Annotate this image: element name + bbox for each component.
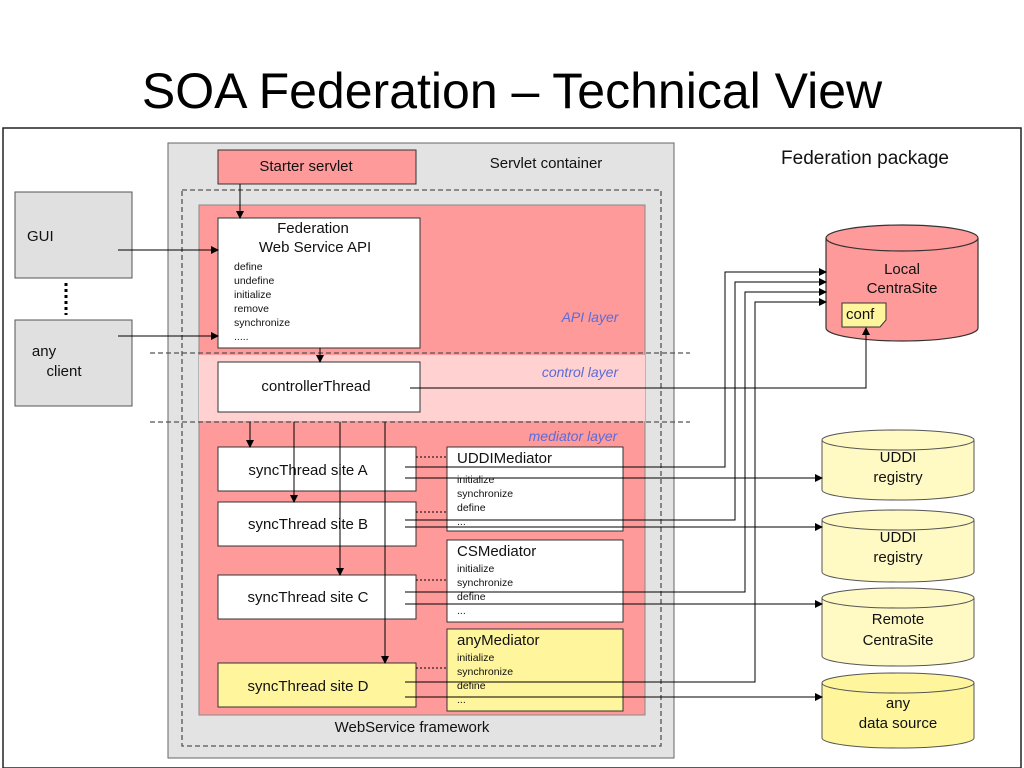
arrow-b-local	[405, 278, 827, 521]
api-op-synchronize: synchronize	[234, 317, 290, 329]
uddi-mediator-op-3: define	[457, 502, 486, 514]
uddi-mediator-box	[446, 446, 624, 532]
cs-mediator-op-3: define	[457, 591, 486, 603]
sync-thread-b-box	[217, 501, 417, 547]
starter-servlet-label: Starter servlet	[259, 158, 353, 175]
any-mediator-name: anyMediator	[457, 632, 540, 649]
framework-label: WebService framework	[335, 719, 490, 736]
uddi-registry-1-line-2: registry	[873, 469, 923, 486]
sync-thread-b-label: syncThread site B	[248, 516, 368, 533]
conf-label: conf	[846, 306, 875, 323]
webservice-framework-frame	[181, 189, 662, 747]
api-title-line-2: Web Service API	[259, 239, 371, 256]
sync-thread-c-label: syncThread site C	[248, 589, 369, 606]
uddi-registry-2-line-1: UDDI	[880, 529, 917, 546]
package-label: Federation package	[781, 148, 949, 169]
arrow-a-local	[405, 268, 827, 468]
sync-thread-a-box	[217, 446, 417, 492]
any-client-line-1: any	[32, 343, 57, 360]
federation-api-box	[217, 217, 421, 349]
sync-thread-c-box	[217, 574, 417, 620]
local-centrasite-line-1: Local	[884, 261, 920, 278]
uddi-registry-1-cylinder	[821, 429, 975, 501]
remote-centrasite-line-1: Remote	[872, 611, 925, 628]
api-op-remove: remove	[234, 303, 269, 315]
uddi-registry-2-cylinder	[821, 509, 975, 583]
api-op-define: define	[234, 261, 263, 273]
cs-mediator-op-1: initialize	[457, 563, 495, 575]
any-data-source-line-1: any	[886, 695, 911, 712]
sync-thread-d-box	[217, 662, 417, 708]
remote-centrasite-line-2: CentraSite	[863, 632, 934, 649]
any-client-box	[14, 319, 133, 407]
starter-servlet-box	[217, 149, 417, 185]
control-layer-label: control layer	[542, 364, 620, 380]
sync-thread-a-label: syncThread site A	[248, 462, 367, 479]
uddi-mediator-op-4: ...	[457, 516, 466, 528]
any-mediator-op-1: initialize	[457, 652, 495, 664]
cs-mediator-op-2: synchronize	[457, 577, 513, 589]
uddi-mediator-name: UDDIMediator	[457, 450, 552, 467]
uddi-mediator-op-2: synchronize	[457, 488, 513, 500]
arrow-c-local	[405, 288, 827, 593]
remote-centrasite-cylinder	[821, 587, 975, 667]
mediator-layer-label: mediator layer	[529, 428, 619, 444]
cs-mediator-name: CSMediator	[457, 543, 536, 560]
local-centrasite-line-2: CentraSite	[867, 280, 938, 297]
controller-thread-label: controllerThread	[261, 378, 370, 395]
any-mediator-op-2: synchronize	[457, 666, 513, 678]
servlet-container-label: Servlet container	[490, 155, 603, 172]
sync-thread-d-label: syncThread site D	[248, 678, 369, 695]
any-mediator-op-4: ...	[457, 694, 466, 706]
gui-label: GUI	[27, 228, 54, 245]
api-op-undefine: undefine	[234, 275, 274, 287]
slide-title: SOA Federation – Technical View	[141, 63, 883, 119]
cs-mediator-op-4: ...	[457, 605, 466, 617]
any-mediator-op-3: define	[457, 680, 486, 692]
controller-thread-box	[217, 361, 421, 413]
api-op-initialize: initialize	[234, 289, 272, 301]
api-op-more: .....	[234, 331, 249, 343]
any-data-source-cylinder	[821, 672, 975, 749]
cs-mediator-box	[446, 539, 624, 623]
api-title-line-1: Federation	[277, 220, 349, 237]
uddi-mediator-op-1: initialize	[457, 474, 495, 486]
gui-box	[14, 191, 133, 279]
conf-file-icon	[841, 302, 887, 328]
uddi-registry-2-line-2: registry	[873, 549, 923, 566]
any-data-source-line-2: data source	[859, 715, 937, 732]
arrow-d-local	[405, 298, 827, 683]
arrow-controller-conf	[410, 327, 870, 389]
uddi-registry-1-line-1: UDDI	[880, 449, 917, 466]
api-layer-label: API layer	[561, 309, 620, 325]
any-client-line-2: client	[46, 363, 82, 380]
